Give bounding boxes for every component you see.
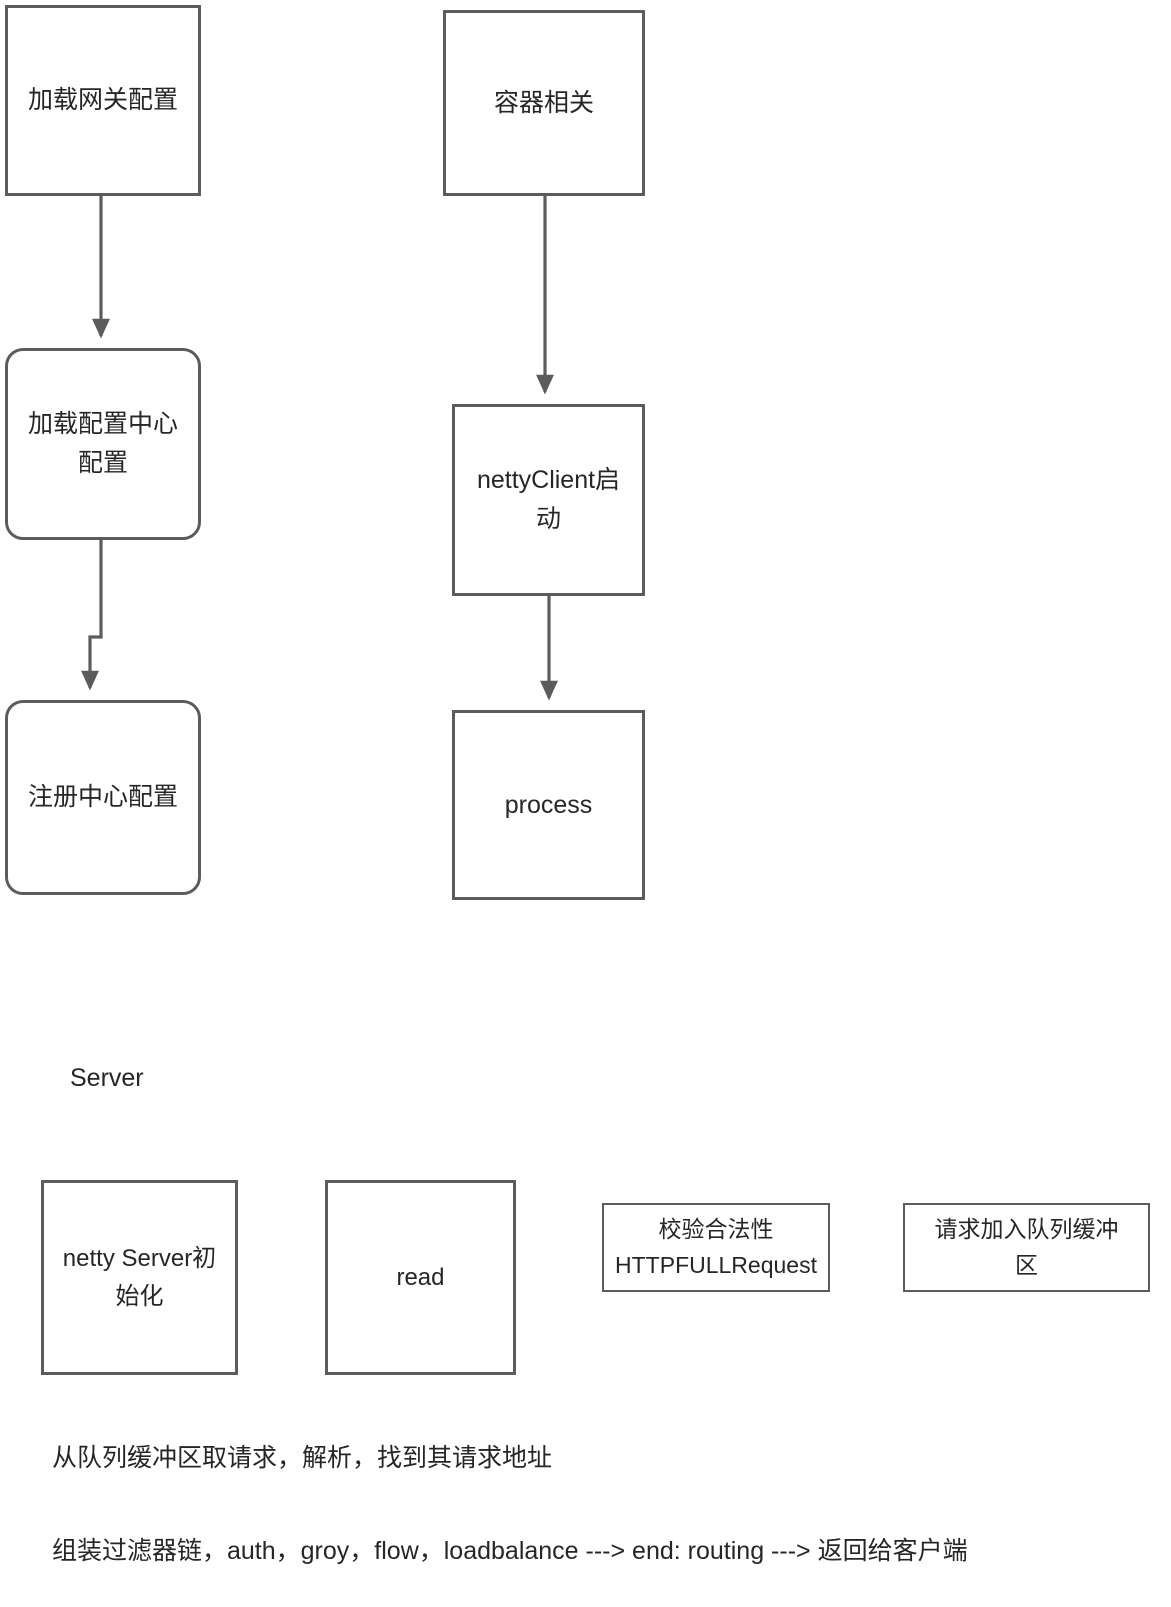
section-label-server: Server [70, 1064, 144, 1092]
node-label: read [396, 1263, 445, 1291]
node-process[interactable]: process [452, 710, 645, 900]
node-label: 加载配置中心 配置 [27, 410, 178, 477]
node-label: 校验合法性 HTTPFULLRequest [615, 1215, 817, 1278]
node-read[interactable]: read [325, 1180, 516, 1375]
node-label: process [504, 790, 593, 819]
node-enqueue-request-buffer[interactable]: 请求加入队列缓冲 区 [903, 1203, 1150, 1292]
note-line-1: 从队列缓冲区取请求，解析，找到其请求地址 [52, 1444, 553, 1472]
node-register-center-config[interactable]: 注册中心配置 [5, 700, 201, 895]
node-label: nettyClient启 动 [476, 466, 621, 533]
edge-load-config-center-to-register-center [81, 540, 103, 691]
node-load-gateway-config[interactable]: 加载网关配置 [5, 5, 201, 196]
node-label: 注册中心配置 [27, 783, 178, 812]
node-netty-client-start[interactable]: nettyClient启 动 [452, 404, 645, 596]
node-label: 加载网关配置 [27, 86, 178, 115]
node-label: 请求加入队列缓冲 区 [934, 1215, 1119, 1278]
node-label: netty Server初 始化 [62, 1245, 217, 1310]
node-validate-http-full-request[interactable]: 校验合法性 HTTPFULLRequest [602, 1203, 830, 1292]
note-line-2: 组装过滤器链，auth，groy，flow，loadbalance ---> e… [52, 1537, 968, 1565]
node-load-config-center[interactable]: 加载配置中心 配置 [5, 348, 201, 540]
node-container-related[interactable]: 容器相关 [443, 10, 645, 196]
node-label: 容器相关 [493, 88, 594, 117]
node-netty-server-init[interactable]: netty Server初 始化 [41, 1180, 238, 1375]
